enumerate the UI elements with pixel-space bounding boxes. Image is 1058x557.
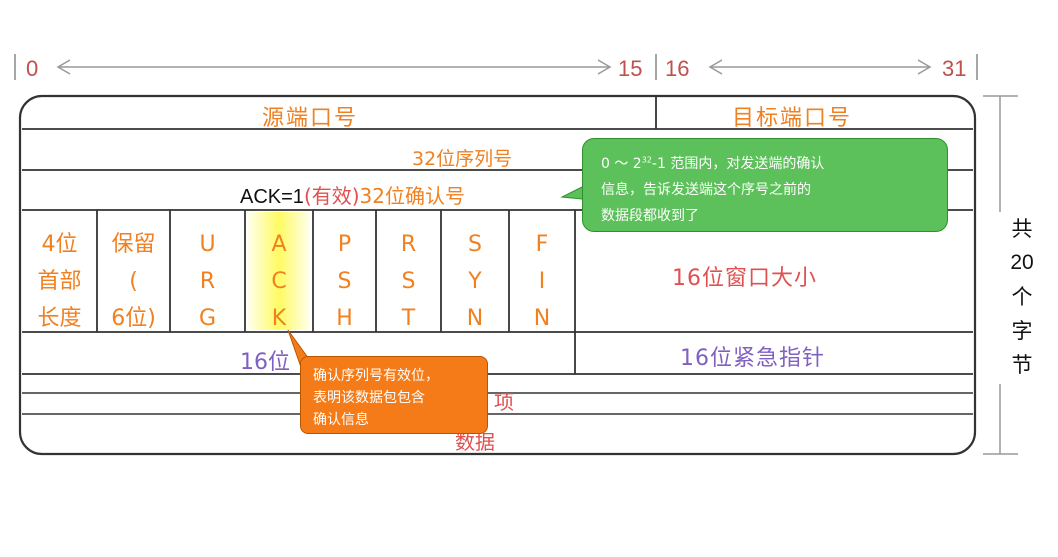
flag-psh: P S H <box>313 226 376 337</box>
flag-letter: S <box>468 232 482 257</box>
ack-number-callout: 0 ～ 232-1 范围内，对发送端的确认 信息，告诉发送端这个序号之前的 数据… <box>582 138 948 232</box>
reserved-line: 6位) <box>111 306 156 331</box>
header-length-line: 长度 <box>37 306 82 331</box>
options-field: 项 <box>494 390 514 414</box>
ack-callout-line: 数据段都收到了 <box>601 208 699 224</box>
reserved-line: 保留 <box>111 232 156 257</box>
total-size-char: 字 <box>1011 319 1033 343</box>
total-size-label: 共 20 个 字 节 <box>1000 212 1044 382</box>
flag-letter: I <box>538 269 546 294</box>
flag-ack: A C K <box>245 226 313 337</box>
header-length-line: 4位 <box>41 232 78 257</box>
urgent-pointer-field: 16位紧急指针 <box>680 346 825 371</box>
header-length-line: 首部 <box>37 269 82 294</box>
header-length-field: 4位 首部 长度 <box>22 226 97 337</box>
total-size-char: 20 <box>1010 251 1034 274</box>
data-field: 数据 <box>455 430 495 454</box>
ack-number-label: 32位确认号 <box>359 184 465 208</box>
flag-fin: F I N <box>509 226 575 337</box>
flag-urg: U R G <box>170 226 245 337</box>
flag-letter: R <box>199 269 216 294</box>
ruler-label-31: 31 <box>942 56 967 81</box>
ruler-label-15: 15 <box>618 56 643 81</box>
flag-letter: S <box>401 269 416 294</box>
checksum-field: 16位 <box>240 350 290 375</box>
flag-syn: S Y N <box>441 226 509 337</box>
ack-flag-callout: 确认序列号有效位， 表明该数据包包含 确认信息 <box>300 356 488 434</box>
ack-callout-line: 信息，告诉发送端这个序号之前的 <box>601 182 811 198</box>
total-size-char: 个 <box>1011 285 1033 309</box>
ruler-lines <box>14 54 978 80</box>
flag-letter: H <box>336 306 353 331</box>
source-port-field: 源端口号 <box>262 106 359 131</box>
flag-letter: Y <box>468 269 482 294</box>
flag-letter: K <box>271 306 287 331</box>
flag-letter: N <box>533 306 551 331</box>
ruler-label-0: 0 <box>26 56 39 81</box>
ack-prefix: ACK=1 <box>240 186 304 208</box>
flag-letter: A <box>271 232 287 257</box>
flag-letter: T <box>401 306 416 331</box>
flag-letter: R <box>400 232 417 257</box>
ruler-label-16: 16 <box>665 56 690 81</box>
ack-number-field: ACK=1(有效)32位确认号 <box>240 180 465 209</box>
ack-flag-callout-line: 确认序列号有效位， <box>313 368 439 384</box>
flag-letter: U <box>199 232 216 257</box>
ack-flag-callout-line: 确认信息 <box>313 412 369 428</box>
flag-letter: N <box>466 306 484 331</box>
flag-rst: R S T <box>376 226 441 337</box>
sequence-number-field: 32位序列号 <box>412 148 513 170</box>
ack-flag-highlight <box>248 212 310 330</box>
dest-port-field: 目标端口号 <box>732 106 853 131</box>
flag-letter: G <box>198 306 217 331</box>
flag-letter: C <box>271 269 287 294</box>
total-size-char: 节 <box>1011 353 1033 377</box>
ack-callout-line: 0 ～ 232-1 范围内，对发送端的确认 <box>601 155 825 172</box>
flag-letter: P <box>337 232 352 257</box>
ack-flag-callout-line: 表明该数据包包含 <box>313 390 425 406</box>
reserved-field: 保留 ( 6位) <box>97 226 170 337</box>
window-size-field: 16位窗口大小 <box>672 266 817 291</box>
flag-letter: F <box>535 232 549 257</box>
total-size-char: 共 <box>1011 217 1033 241</box>
flag-letter: S <box>337 269 352 294</box>
ack-valid-label: (有效) <box>303 184 360 208</box>
reserved-line: ( <box>129 269 138 294</box>
